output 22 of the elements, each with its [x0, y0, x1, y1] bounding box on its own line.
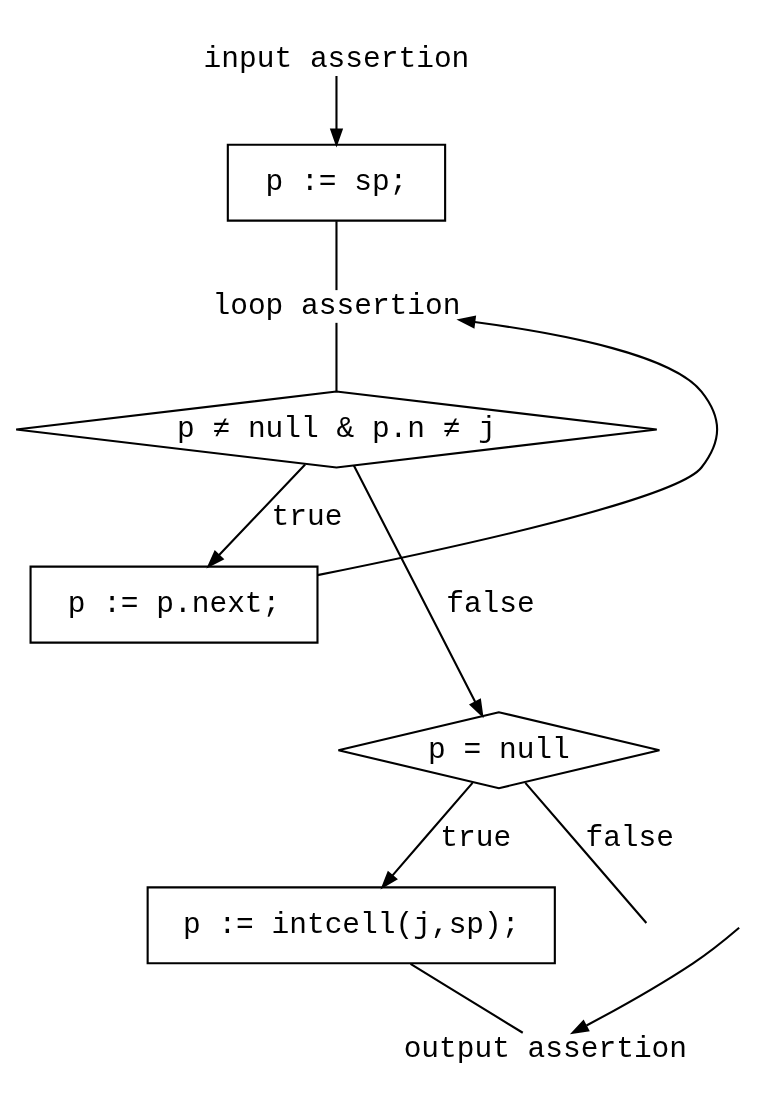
- connector: [409, 962, 524, 1034]
- node-text: loop assertion: [212, 288, 461, 323]
- node-diamond: p ≠ null & p.n ≠ j: [15, 390, 658, 469]
- edge-label: false: [446, 587, 535, 622]
- connector: [524, 782, 648, 924]
- connector: [335, 221, 338, 291]
- node-box: p := p.next;: [29, 565, 319, 644]
- connector: [335, 322, 338, 392]
- node-box: p := intcell(j,sp);: [146, 886, 556, 965]
- arrow: [317, 315, 719, 577]
- edge-label: false: [585, 820, 675, 855]
- node-diamond: p = null: [337, 711, 661, 790]
- edge-label: true: [271, 499, 343, 534]
- node-box: p := sp;: [226, 143, 447, 222]
- arrow: [329, 76, 344, 148]
- node-text: input assertion: [203, 42, 470, 77]
- arrow: [569, 926, 740, 1035]
- arrow: [352, 465, 484, 719]
- edge-label: true: [440, 820, 512, 855]
- node-text: output assertion: [403, 1031, 688, 1066]
- arrow: [380, 782, 474, 890]
- arrow: [206, 463, 306, 569]
